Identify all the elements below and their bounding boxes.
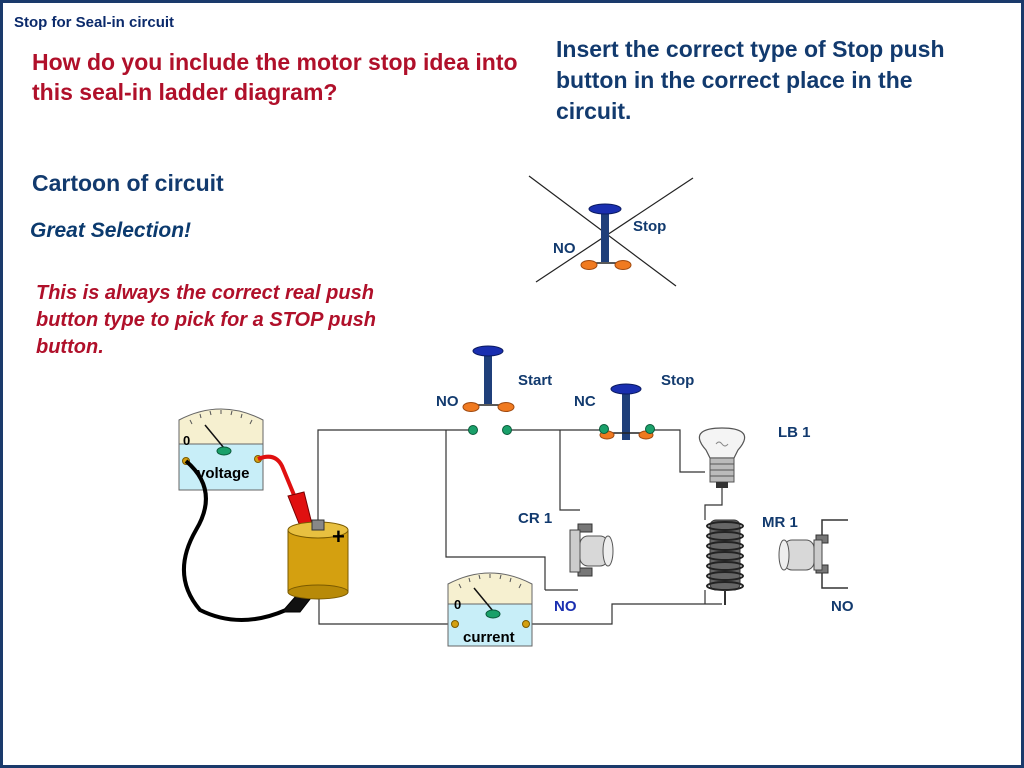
start-push-button[interactable]: Start NO bbox=[436, 345, 552, 435]
lamp-tip bbox=[716, 482, 728, 488]
wire-ammeter-right bbox=[528, 603, 722, 625]
mr1-wire-bottom bbox=[821, 572, 848, 589]
start-terminal-right bbox=[502, 425, 512, 435]
battery-black-lead bbox=[182, 459, 287, 622]
slide-header-title: Stop for Seal-in circuit bbox=[14, 14, 175, 31]
mr1-cylinder-end bbox=[778, 539, 790, 571]
choice-contact-left bbox=[580, 260, 598, 270]
battery-red-lead bbox=[257, 454, 298, 501]
mr1-wire-top bbox=[821, 519, 848, 535]
stop-push-button[interactable]: Stop NC bbox=[574, 372, 694, 440]
choice-button-cap bbox=[588, 203, 622, 215]
stop-type-label: NC bbox=[574, 393, 596, 410]
selected-stop-button-choice[interactable]: Stop NO bbox=[528, 175, 694, 287]
voltmeter-needle bbox=[204, 424, 225, 449]
cr1-label: CR 1 bbox=[518, 510, 552, 527]
voltmeter-ticks bbox=[189, 410, 253, 425]
lamp-filament bbox=[715, 441, 729, 447]
lamp-label: LB 1 bbox=[778, 424, 811, 441]
start-type-label: NO bbox=[436, 393, 459, 410]
voltmeter[interactable]: 0 voltage bbox=[178, 408, 264, 491]
question-text: How do you include the motor stop idea i… bbox=[32, 49, 518, 105]
stop-button-cap bbox=[610, 383, 642, 395]
ammeter-zero: 0 bbox=[454, 597, 461, 612]
choice-contact-right bbox=[614, 260, 632, 270]
mr1-contact[interactable]: MR 1 NO bbox=[762, 514, 854, 615]
choice-stop-label: Stop bbox=[633, 218, 666, 235]
ammeter-dial bbox=[447, 572, 533, 605]
choice-button-stem bbox=[601, 212, 609, 262]
start-contact-right bbox=[497, 402, 515, 412]
feedback-text: Great Selection! bbox=[30, 219, 192, 242]
cross-line-2 bbox=[535, 177, 694, 283]
cr1-type-label: NO bbox=[554, 598, 577, 615]
battery-red-clip bbox=[287, 491, 313, 527]
battery-bottom bbox=[287, 584, 349, 600]
instruction-text: Insert the correct type of Stop push but… bbox=[556, 36, 945, 124]
wire-battery-to-ammeter bbox=[318, 592, 448, 625]
stop-terminal-left bbox=[599, 424, 609, 434]
battery-plus-sign: + bbox=[332, 524, 345, 549]
cr1-cylinder-end bbox=[602, 535, 614, 567]
circuit-wires bbox=[317, 429, 723, 625]
choice-type-label: NO bbox=[553, 240, 576, 257]
ammeter-terminal-right bbox=[522, 620, 530, 628]
voltmeter-label: voltage bbox=[197, 465, 250, 482]
lamp-bulb bbox=[698, 427, 746, 459]
voltmeter-pivot bbox=[216, 446, 232, 456]
stop-terminal-right bbox=[645, 424, 655, 434]
cartoon-heading: Cartoon of circuit bbox=[32, 170, 224, 196]
start-contact-left bbox=[462, 402, 480, 412]
wire-top-left bbox=[317, 429, 472, 525]
cr1-frame bbox=[569, 529, 581, 573]
start-terminal-left bbox=[468, 425, 478, 435]
start-button-stem bbox=[484, 352, 492, 404]
cr1-terminal-top bbox=[577, 523, 593, 533]
wire-seal-branch bbox=[445, 430, 546, 590]
start-button-cap bbox=[472, 345, 504, 357]
mr1-label: MR 1 bbox=[762, 514, 798, 531]
cr1-contact[interactable]: CR 1 NO bbox=[518, 510, 614, 615]
voltmeter-dial bbox=[178, 408, 264, 445]
ammeter-terminal-left bbox=[451, 620, 459, 628]
voltmeter-zero: 0 bbox=[183, 433, 190, 448]
battery-terminal bbox=[311, 519, 325, 531]
start-label: Start bbox=[518, 372, 552, 389]
motor-relay-coil[interactable] bbox=[706, 519, 744, 605]
stop-button-stem bbox=[622, 390, 630, 440]
mr1-type-label: NO bbox=[831, 598, 854, 615]
mr1-frame bbox=[813, 539, 823, 571]
ammeter-label: current bbox=[463, 629, 515, 646]
battery[interactable]: + bbox=[182, 454, 349, 622]
explanation-text: This is always the correct real push but… bbox=[36, 282, 377, 358]
ammeter[interactable]: 0 current bbox=[447, 572, 533, 647]
wire-cr-contact bbox=[559, 430, 580, 511]
wire-stop-to-lamp bbox=[650, 429, 705, 473]
ammeter-ticks bbox=[458, 574, 522, 589]
wire-lamp-to-coil bbox=[704, 487, 723, 520]
battery-body bbox=[287, 529, 349, 593]
ammeter-pivot bbox=[485, 609, 501, 619]
ammeter-needle bbox=[473, 587, 494, 612]
lamp-lb1[interactable]: LB 1 bbox=[698, 424, 811, 488]
stop-label: Stop bbox=[661, 372, 694, 389]
